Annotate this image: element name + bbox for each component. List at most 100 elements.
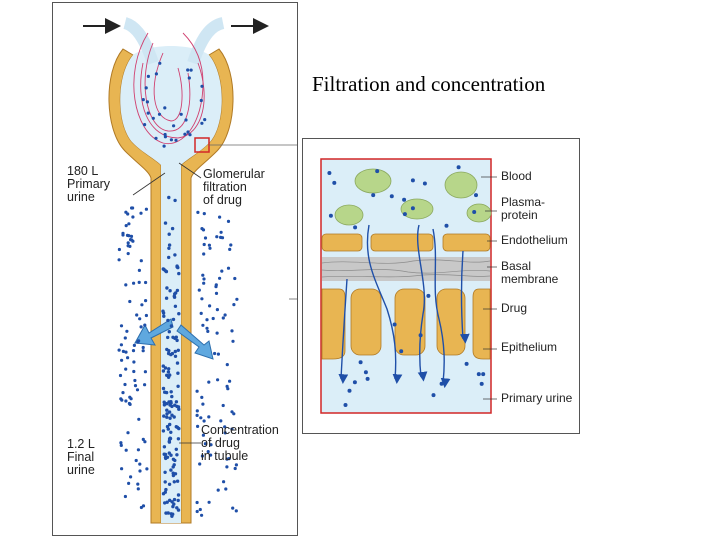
drug-dot [202,277,206,281]
drug-dot [121,231,125,235]
drug-dot [162,414,166,418]
drug-dot [202,281,206,285]
drug-dot [141,437,145,441]
drug-dot [195,409,199,413]
drug-dot [418,333,423,338]
drug-dot [132,360,136,364]
drug-dot [120,358,124,362]
drug-dot [176,371,180,375]
drug-dot [163,106,167,110]
drug-dot [172,480,176,484]
basal-membrane [322,257,490,281]
drug-dot [225,465,229,469]
drug-dot [145,467,149,471]
drug-dot [167,255,171,260]
drug-dot [118,373,123,378]
drug-dot [200,513,204,517]
label-epithelium: Epithelium [501,340,558,354]
drug-dot [167,400,171,404]
drug-dot [169,468,173,472]
drug-dot [131,215,135,219]
membrane-diagram [320,158,497,414]
drug-dot [202,252,206,256]
drug-dot [163,480,167,484]
drug-dot [123,336,127,340]
drug-dot [220,236,225,240]
drug-dot [133,378,137,383]
drug-dot [124,350,128,354]
drug-dot [163,221,168,225]
drug-dot [216,488,220,492]
drug-dot [389,194,394,199]
drug-dot [208,304,212,308]
drug-dot [199,311,203,315]
drug-dot [211,316,215,321]
drug-dot [231,506,235,510]
drug-dot [214,283,218,287]
afferent-vessel [123,17,159,65]
drug-dot [202,212,206,216]
drug-dot [200,84,204,88]
drug-dot [170,500,174,504]
drug-dot [127,481,131,485]
drug-dot [167,367,171,371]
drug-dot [131,349,136,353]
label-drug: Drug [501,301,528,315]
drug-dot [161,429,166,433]
drug-dot [141,349,145,353]
drug-dot [168,436,173,441]
drug-dot [343,403,348,407]
drug-dot [126,244,130,248]
drug-dot [143,323,147,327]
drug-dot [136,448,140,452]
drug-dot [175,479,180,483]
drug-dot [208,246,212,250]
drug-dot [172,497,177,502]
drug-dot [207,500,211,504]
drug-dot [134,458,138,463]
drug-dot [167,482,172,486]
drug-dot [402,212,407,217]
drug-dot [169,390,173,394]
drug-dot [402,197,407,202]
drug-dot [176,348,180,352]
drug-dot [201,402,205,406]
drug-dot [198,507,202,512]
drug-dot [168,289,172,293]
drug-dot [137,280,141,284]
drug-dot [200,227,204,231]
drug-dot [201,273,205,277]
drug-dot [196,424,200,428]
drug-dot [352,380,357,385]
drug-dot [169,324,174,328]
drug-dot [481,372,486,377]
nephron-diagram [83,17,297,524]
drug-dot [173,253,177,257]
drug-dot [125,329,129,333]
drug-dot [363,370,368,375]
drug-dot [223,425,227,429]
efferent-vessel [187,17,225,65]
drug-dot [119,324,124,328]
drug-dot [144,313,148,318]
drug-dot [139,211,143,215]
drug-dot [332,180,337,185]
drug-dot [163,501,167,505]
drug-dot [426,293,431,298]
drug-dot [119,443,123,447]
drug-dot [140,303,144,307]
drug-dot [176,493,181,497]
drug-dot [176,384,180,388]
drug-dots [117,61,239,518]
drug-dot [168,416,172,420]
basal-membrane-texture [321,259,491,278]
drug-dot [222,480,226,484]
drug-dot [188,133,192,137]
drug-dot [162,314,166,318]
drug-dot [358,360,363,365]
drug-dot [170,394,174,399]
drug-dot [117,258,121,262]
drug-dot [223,431,227,435]
endothelium-cells [321,233,491,252]
